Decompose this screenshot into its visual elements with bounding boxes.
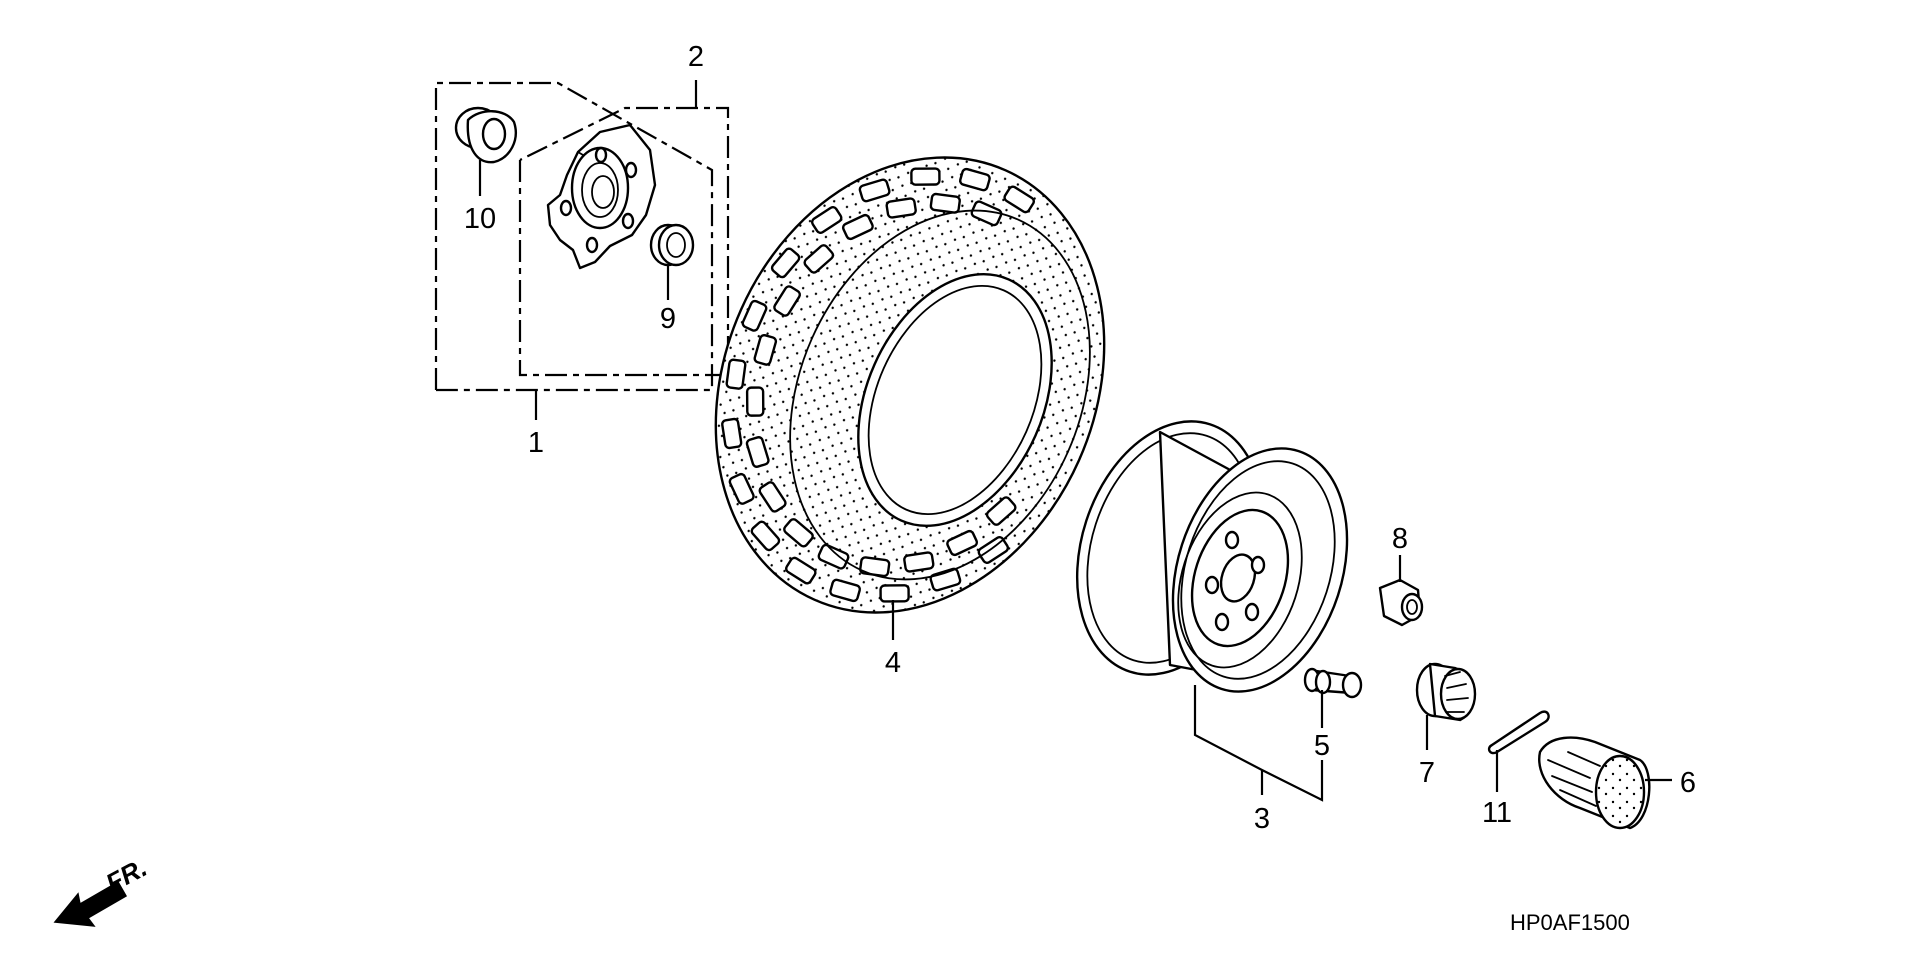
front-arrow-icon bbox=[53, 880, 128, 927]
tread-block bbox=[970, 200, 1003, 227]
bearing-part bbox=[649, 223, 695, 300]
tread-block bbox=[858, 178, 891, 203]
tread-block bbox=[721, 417, 743, 450]
tread-block bbox=[977, 535, 1010, 565]
tread-block bbox=[773, 285, 802, 317]
tread-block bbox=[753, 333, 778, 366]
tread-block bbox=[829, 578, 862, 603]
assembly-bracket-2 bbox=[518, 80, 730, 377]
wheel-rim-part bbox=[1075, 420, 1349, 802]
callout-5: 5 bbox=[1314, 730, 1330, 762]
tread-block bbox=[910, 167, 941, 186]
callout-8: 8 bbox=[1392, 523, 1408, 555]
tread-block bbox=[958, 167, 991, 192]
callout-9: 9 bbox=[660, 303, 676, 335]
callout-2: 2 bbox=[688, 41, 704, 73]
callout-labels: 1 2 3 4 5 6 7 8 9 10 11 bbox=[464, 41, 1696, 835]
collar-part bbox=[454, 106, 517, 196]
tread-block bbox=[770, 247, 801, 279]
tread-block bbox=[859, 556, 891, 578]
tread-block bbox=[879, 584, 910, 603]
front-direction-indicator: FR. bbox=[53, 852, 152, 927]
nut-part bbox=[1378, 555, 1424, 627]
tread-block bbox=[725, 358, 747, 390]
tread-block bbox=[985, 496, 1017, 526]
tread-block bbox=[946, 529, 979, 557]
tread-block bbox=[750, 520, 781, 552]
tread-block bbox=[885, 197, 917, 219]
tread-block bbox=[903, 551, 935, 573]
cotter-pin-part bbox=[1487, 710, 1550, 792]
tread-block bbox=[841, 213, 874, 241]
tread-block bbox=[758, 481, 787, 513]
callout-3: 3 bbox=[1254, 803, 1270, 835]
tread-block bbox=[929, 192, 961, 214]
callout-4: 4 bbox=[885, 647, 901, 679]
tread-block bbox=[745, 436, 770, 468]
tread-block bbox=[803, 244, 835, 274]
tread-block bbox=[810, 205, 843, 235]
hub-part bbox=[546, 123, 657, 270]
tire-part bbox=[714, 156, 1106, 640]
callout-10: 10 bbox=[464, 203, 496, 235]
diagram-code: HP0AF1500 bbox=[1510, 910, 1630, 935]
tread-block bbox=[785, 556, 817, 585]
tread-block bbox=[741, 299, 768, 332]
valve-stem-part bbox=[1303, 667, 1363, 728]
hub-cap-part bbox=[1538, 736, 1672, 830]
tread-block bbox=[1003, 185, 1035, 214]
tread-block bbox=[745, 386, 765, 417]
callout-6: 6 bbox=[1680, 767, 1696, 799]
tread-block bbox=[783, 518, 814, 548]
callout-1: 1 bbox=[528, 427, 544, 459]
castle-nut-part bbox=[1415, 662, 1477, 750]
assembly-bracket-1 bbox=[434, 81, 714, 420]
tread-block bbox=[728, 472, 755, 505]
callout-7: 7 bbox=[1419, 757, 1435, 789]
callout-11: 11 bbox=[1482, 797, 1512, 829]
